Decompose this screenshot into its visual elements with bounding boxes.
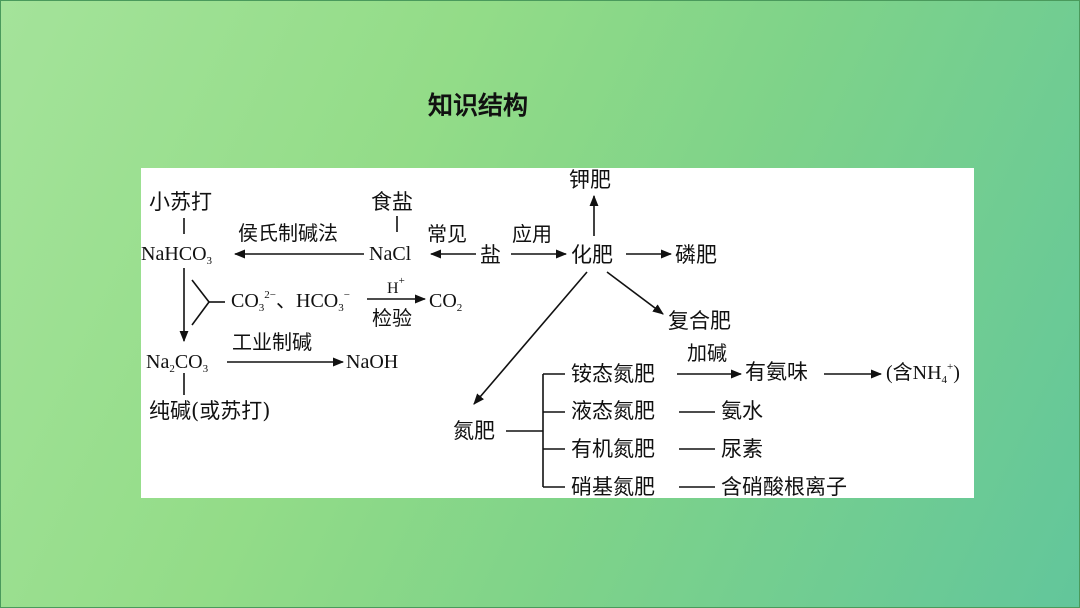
label-yetai: 液态氮肥 xyxy=(571,399,655,423)
label-houshi: 侯氏制碱法 xyxy=(238,221,338,245)
label-gongye: 工业制碱 xyxy=(232,330,312,354)
formula-co3-hco3: CO32−、HCO3− xyxy=(231,289,350,314)
arrow-fuhefei xyxy=(606,271,664,315)
label-jianyan: 检验 xyxy=(372,306,412,330)
label-niaosu: 尿素 xyxy=(721,437,763,461)
label-youanwei: 有氨味 xyxy=(745,360,808,384)
formula-na2co3: Na2CO3 xyxy=(146,351,209,375)
label-chunjian: 纯碱(或苏打) xyxy=(149,399,271,423)
label-jiafei: 钾肥 xyxy=(569,168,611,192)
label-anshui: 氨水 xyxy=(721,399,763,423)
label-xiaosuda: 小苏打 xyxy=(149,190,212,214)
label-antai: 铵态氮肥 xyxy=(571,362,655,386)
fork-upper xyxy=(191,279,210,303)
label-shiyan: 食盐 xyxy=(371,190,413,214)
label-linfei: 磷肥 xyxy=(675,243,717,267)
knowledge-structure-diagram: 小苏打 侯氏制碱法 食盐 NaHCO3 NaCl 常见 盐 应用 化肥 钾肥 磷… xyxy=(141,168,974,498)
formula-h-plus: H+ xyxy=(387,275,405,297)
label-danfei: 氮肥 xyxy=(453,419,495,443)
label-yan: 盐 xyxy=(480,243,501,267)
label-changjian: 常见 xyxy=(427,222,467,246)
formula-naoh: NaOH xyxy=(346,351,399,373)
formula-nahco3: NaHCO3 xyxy=(141,243,213,267)
label-xiaoji: 硝基氮肥 xyxy=(571,475,655,499)
formula-han-nh4: (含NH4+) xyxy=(886,361,960,386)
label-huafei: 化肥 xyxy=(571,243,613,267)
slide-title: 知识结构 xyxy=(428,91,529,120)
label-jiajian: 加碱 xyxy=(687,341,727,365)
formula-nacl: NaCl xyxy=(369,243,412,265)
diagram-connectors xyxy=(179,194,883,488)
label-fuhefei: 复合肥 xyxy=(668,309,731,333)
label-yingyong: 应用 xyxy=(512,222,552,246)
fork-lower xyxy=(191,301,210,326)
arrow-danfei xyxy=(473,271,588,405)
label-youji: 有机氮肥 xyxy=(571,437,655,461)
formula-co2: CO2 xyxy=(429,290,463,314)
label-hanxiao: 含硝酸根离子 xyxy=(721,475,847,499)
